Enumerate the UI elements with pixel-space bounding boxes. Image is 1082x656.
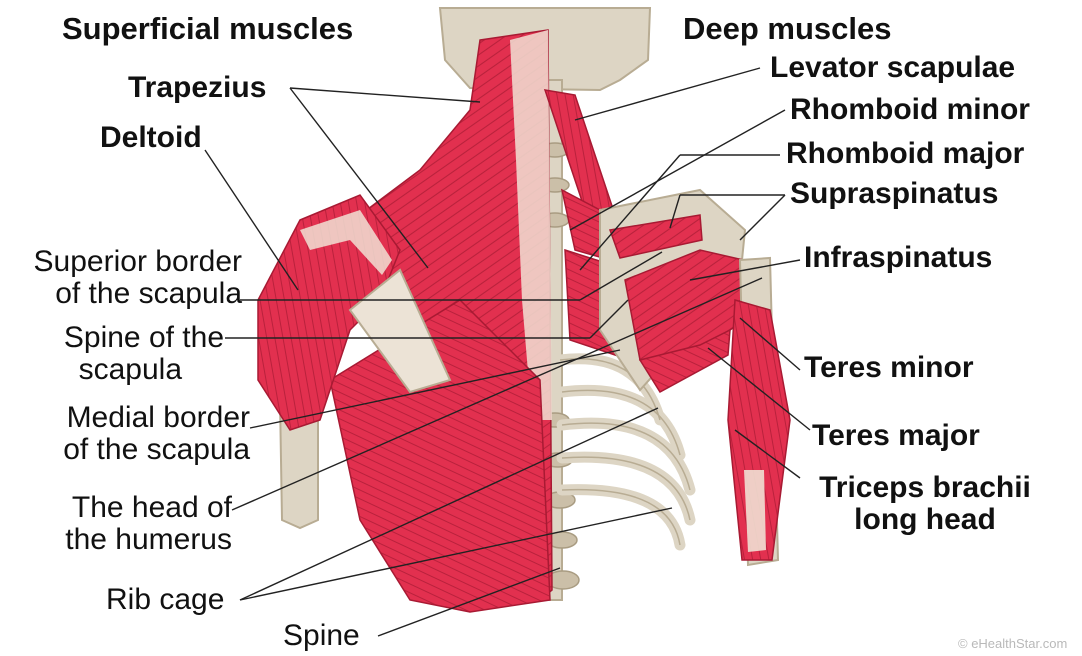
label-rhomboid-major: Rhomboid major [786,138,1024,170]
label-medial-border: Medial border of the scapula [20,402,250,467]
label-trapezius: Trapezius [128,72,266,104]
label-teres-minor: Teres minor [804,352,974,384]
label-rhomboid-minor: Rhomboid minor [790,94,1030,126]
label-deltoid: Deltoid [100,122,202,154]
label-spine-of-scapula-line1: Spine of the [20,322,224,354]
label-superior-border: Superior border of the scapula [10,246,242,311]
label-triceps-brachii: Triceps brachii long head [800,472,1050,537]
label-medial-border-line1: Medial border [20,402,250,434]
watermark: © eHealthStar.com [958,636,1067,651]
label-supraspinatus: Supraspinatus [790,178,998,210]
label-superior-border-line2: of the scapula [10,278,242,310]
label-spine-of-scapula-line2: scapula [20,354,224,386]
superficial-muscles-heading: Superficial muscles [62,12,353,45]
label-head-of-humerus: The head of the humerus [20,492,232,557]
label-triceps-line2: long head [800,504,1050,536]
label-head-of-humerus-line2: the humerus [20,524,232,556]
label-spine-of-scapula: Spine of the scapula [20,322,224,387]
label-triceps-line1: Triceps brachii [800,472,1050,504]
label-superior-border-line1: Superior border [10,246,242,278]
deep-muscles-heading: Deep muscles [683,12,892,45]
label-rib-cage: Rib cage [106,584,224,616]
label-levator-scapulae: Levator scapulae [770,52,1015,84]
label-medial-border-line2: of the scapula [20,434,250,466]
label-head-of-humerus-line1: The head of [20,492,232,524]
label-infraspinatus: Infraspinatus [804,242,992,274]
label-teres-major: Teres major [812,420,980,452]
label-spine: Spine [283,620,360,652]
